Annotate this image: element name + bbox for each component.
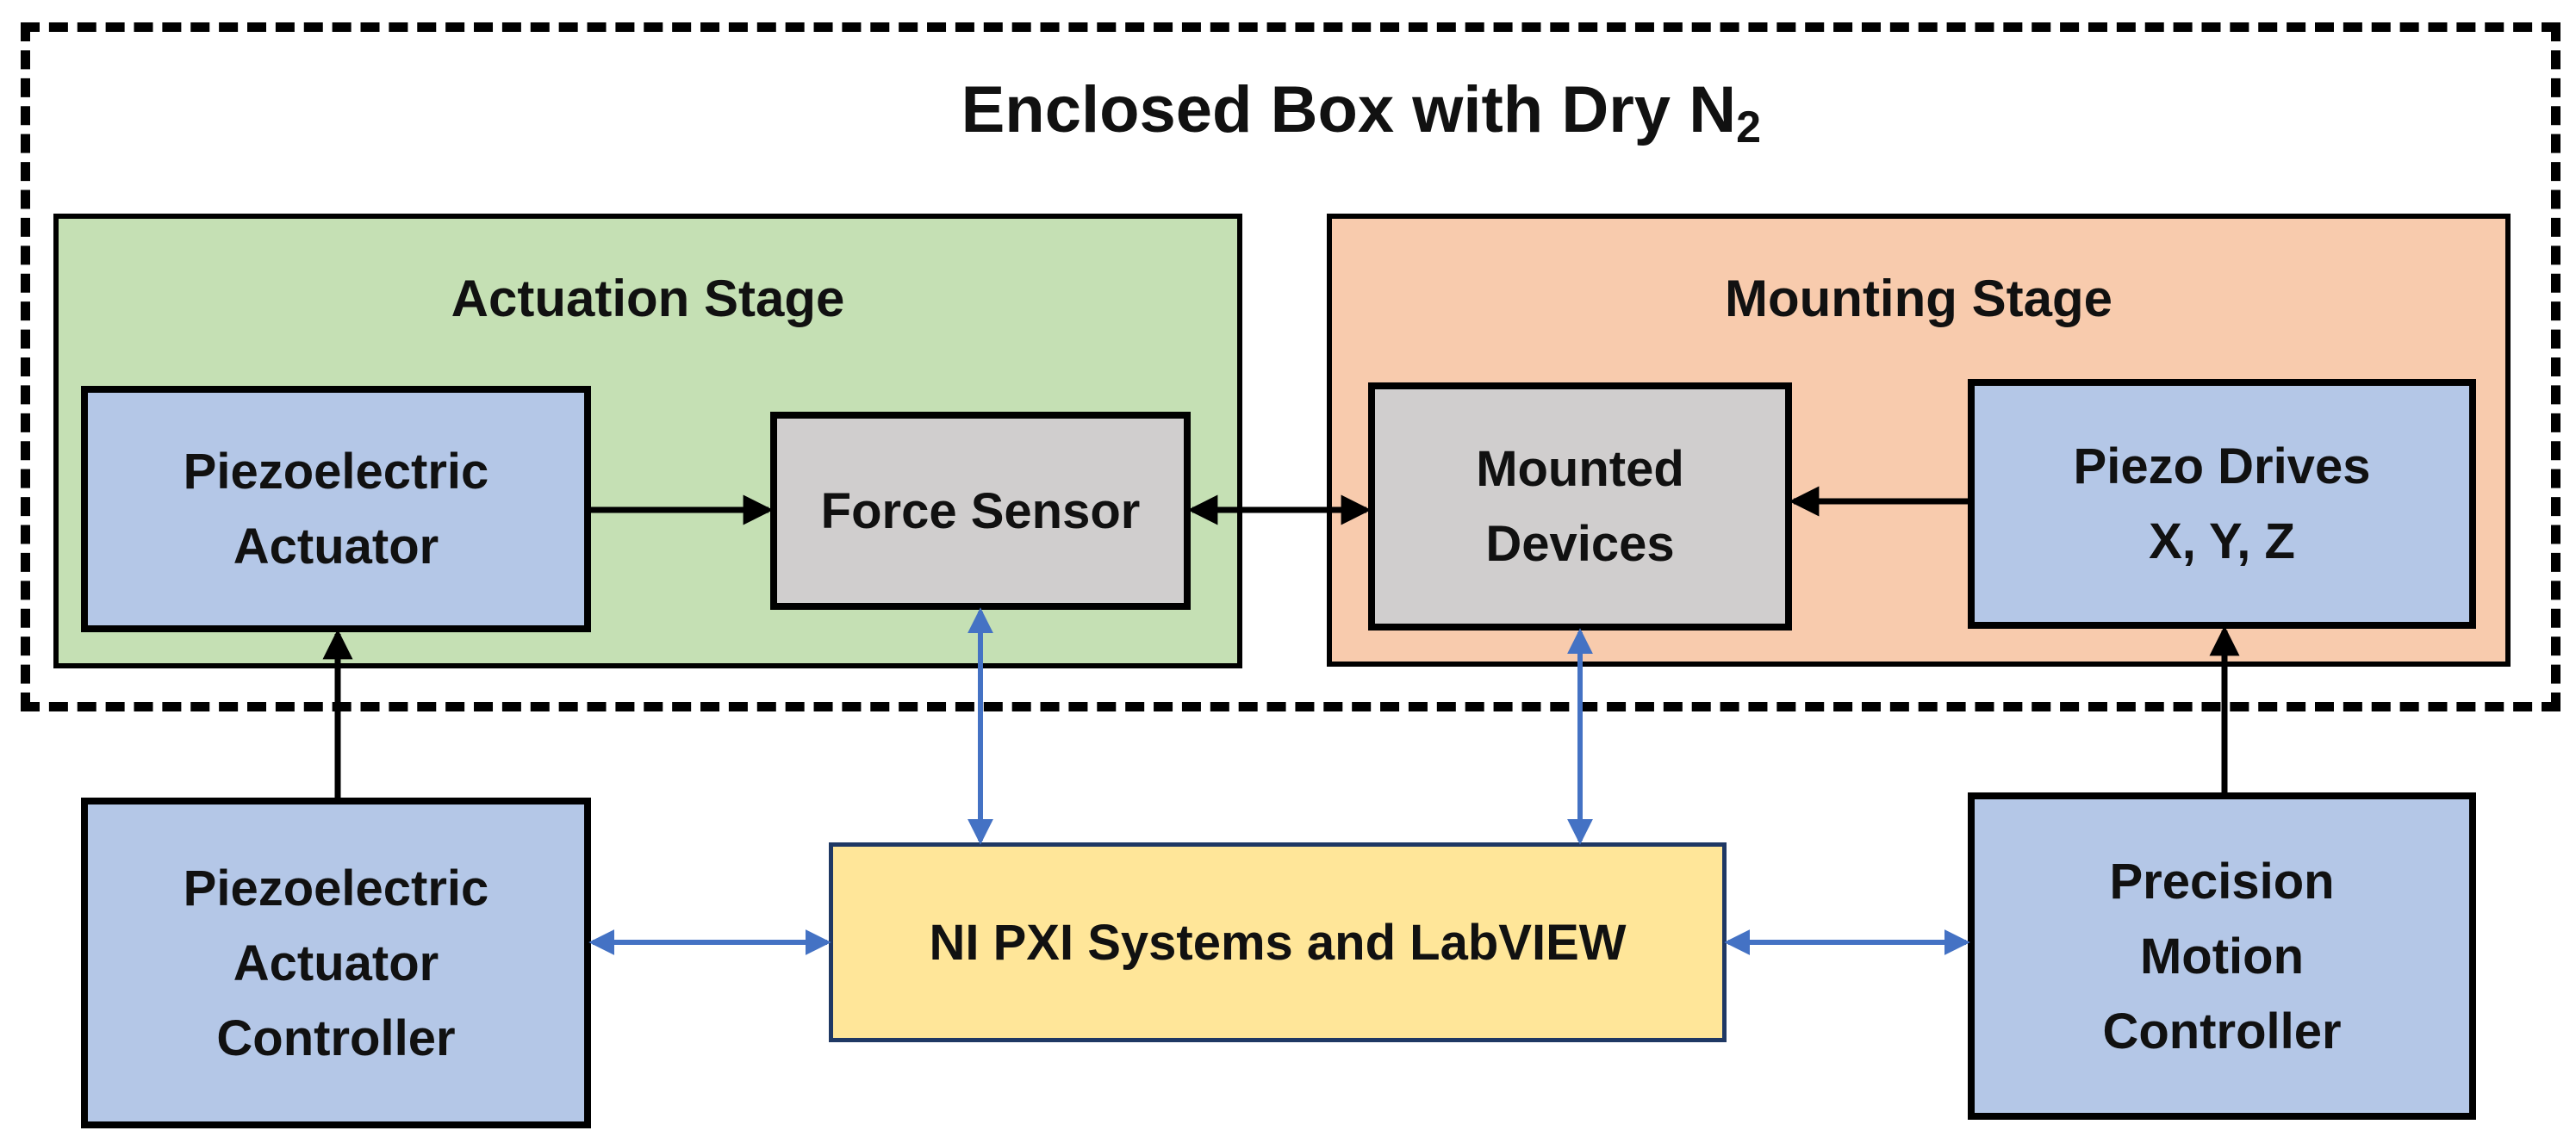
enclosure-title: Enclosed Box with Dry N2 bbox=[21, 78, 1761, 152]
piezoelectric-actuator-controller-box: Piezoelectric Actuator Controller bbox=[81, 798, 591, 1128]
piezoelectric-actuator-box: Piezoelectric Actuator bbox=[81, 386, 591, 632]
enclosure-title-subscript: 2 bbox=[1736, 102, 1761, 152]
force-sensor-box: Force Sensor bbox=[770, 412, 1191, 610]
mounting-stage-title: Mounting Stage bbox=[1725, 270, 2112, 327]
ni-pxi-labview-box: NI PXI Systems and LabVIEW bbox=[829, 842, 1727, 1042]
mounted-devices-box: Mounted Devices bbox=[1368, 382, 1792, 631]
enclosure-title-text: Enclosed Box with Dry N bbox=[961, 73, 1737, 146]
precision-motion-controller-box: Precision Motion Controller bbox=[1968, 792, 2476, 1120]
piezo-drives-box: Piezo Drives X, Y, Z bbox=[1968, 379, 2476, 629]
actuation-stage-title: Actuation Stage bbox=[451, 270, 845, 327]
enclosed-box-dashed-border bbox=[21, 22, 2560, 711]
